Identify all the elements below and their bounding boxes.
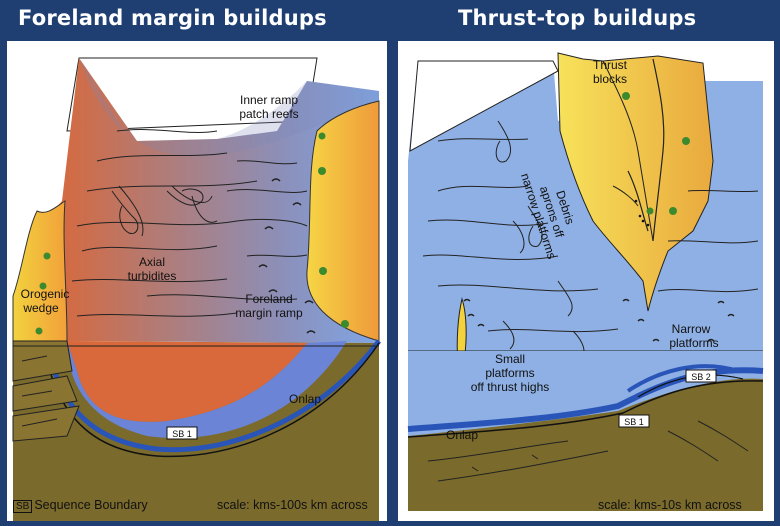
- narrow-label-1: Narrow: [672, 322, 711, 336]
- axial-label-2: turbidites: [128, 269, 177, 283]
- foreland-ramp-label-1: Foreland: [245, 292, 292, 306]
- sb2-box: [685, 369, 717, 383]
- thrust-label-2: blocks: [593, 72, 627, 86]
- substrate-right: [408, 378, 763, 511]
- sb2-label: SB 2: [691, 372, 711, 382]
- ramp-surface: [49, 58, 379, 343]
- legend-text: Sequence Boundary: [34, 498, 148, 512]
- orogenic-wedge: [12, 200, 68, 342]
- sb1-label-right: SB 1: [624, 417, 644, 427]
- foreland-ramp-label-2: margin ramp: [235, 306, 303, 320]
- left-scale-text: scale: kms-100s km across: [217, 498, 368, 512]
- legend-sb-symbol: SB: [13, 500, 33, 513]
- foreland-ramp-yellow: [306, 100, 380, 342]
- narrow-label-2: platforms: [669, 336, 718, 350]
- sb1-box: [166, 426, 198, 440]
- small-label-2: platforms: [485, 366, 534, 380]
- inner-ramp-label-1: Inner ramp: [240, 93, 298, 107]
- axial-label-1: Axial: [139, 255, 165, 269]
- left-panel-title: Foreland margin buildups: [18, 6, 327, 30]
- sb1-box-right: [618, 414, 650, 428]
- onlap-fill: [67, 341, 307, 422]
- onlap-label: Onlap: [289, 392, 321, 406]
- foreland-block-diagram: Inner ramp patch reefs Axial turbidites …: [12, 57, 382, 521]
- thrust-label-1: Thrust: [593, 58, 628, 72]
- small-label-1: Small: [495, 352, 525, 366]
- onlap-label-right: Onlap: [446, 428, 478, 442]
- small-label-3: off thrust highs: [471, 380, 550, 394]
- right-scale-text: scale: kms-10s km across: [598, 498, 742, 512]
- inner-ramp-label-2: patch reefs: [239, 107, 298, 121]
- orogenic-label-1: Orogenic: [21, 287, 70, 301]
- thrust-top-block-diagram: Thrust blocks Debris aprons off narrow p…: [407, 52, 764, 511]
- sb1-label: SB 1: [172, 429, 192, 439]
- right-panel-title: Thrust-top buildups: [458, 6, 697, 30]
- foreland-margin-diagram: Inner ramp patch reefs Axial turbidites …: [7, 41, 387, 521]
- orogenic-label-2: wedge: [22, 301, 59, 315]
- thrust-blocks: [557, 52, 714, 312]
- thrust-top-diagram: Thrust blocks Debris aprons off narrow p…: [398, 41, 774, 521]
